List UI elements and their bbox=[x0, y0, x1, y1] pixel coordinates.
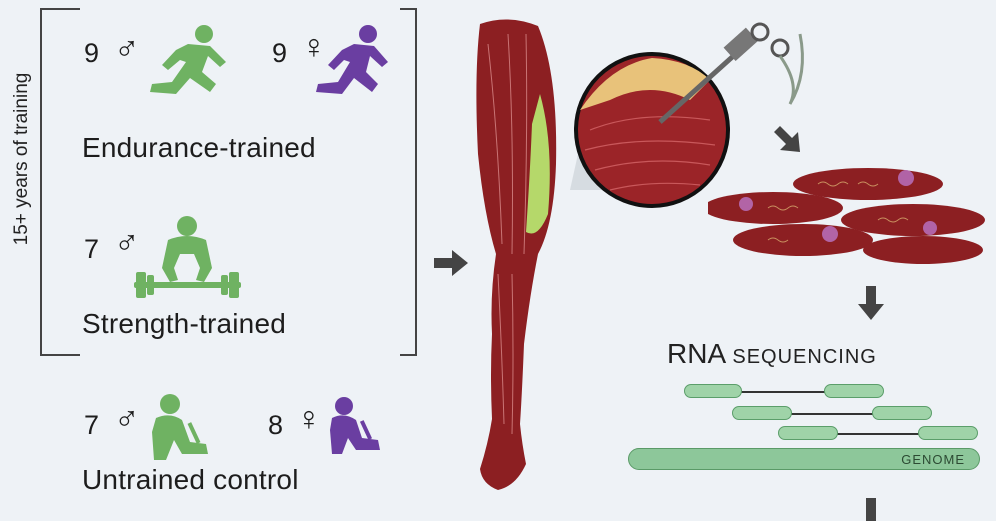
sequencing-read bbox=[732, 406, 792, 420]
sequencing-read bbox=[778, 426, 838, 440]
female-runner-icon bbox=[316, 25, 388, 94]
strength-label: Strength-trained bbox=[82, 308, 286, 339]
genome-bar: GENOME bbox=[628, 448, 980, 470]
male-runner-icon bbox=[150, 25, 226, 94]
down-right-arrow-icon bbox=[774, 126, 800, 152]
sequencing-read bbox=[824, 384, 884, 398]
sequencing-read bbox=[872, 406, 932, 420]
endurance-label: Endurance-trained bbox=[82, 132, 316, 163]
down-arrow-icon bbox=[866, 498, 876, 521]
sequencing-read bbox=[918, 426, 978, 440]
female-symbol: ♀ bbox=[301, 28, 327, 66]
female-symbol: ♀ bbox=[296, 400, 322, 438]
right-arrow-icon bbox=[434, 250, 468, 276]
genome-label: GENOME bbox=[901, 452, 965, 467]
weightlifter-icon bbox=[134, 216, 241, 298]
male-symbol: ♂ bbox=[114, 30, 140, 68]
untrained-label: Untrained control bbox=[82, 464, 299, 495]
biopsy-needle-icon bbox=[658, 22, 804, 124]
strength-male-count: 7 bbox=[84, 234, 100, 264]
untrained-female-count: 8 bbox=[268, 410, 284, 440]
endurance-female-count: 9 bbox=[272, 38, 288, 68]
endurance-male-count: 9 bbox=[84, 38, 100, 68]
seated-male-laptop-icon bbox=[152, 394, 208, 460]
sequencing-read bbox=[684, 384, 742, 398]
male-symbol: ♂ bbox=[114, 400, 140, 438]
seated-female-laptop-icon bbox=[330, 397, 380, 454]
untrained-male-count: 7 bbox=[84, 410, 100, 440]
muscle-fibers-illustration bbox=[708, 168, 985, 264]
male-symbol: ♂ bbox=[114, 224, 140, 262]
leg-muscle-illustration bbox=[476, 19, 557, 490]
down-arrow-icon bbox=[858, 286, 884, 320]
training-years-label: 15+ years of training bbox=[11, 72, 32, 246]
rna-sequencing-title: RNA SEQUENCING bbox=[667, 338, 877, 369]
